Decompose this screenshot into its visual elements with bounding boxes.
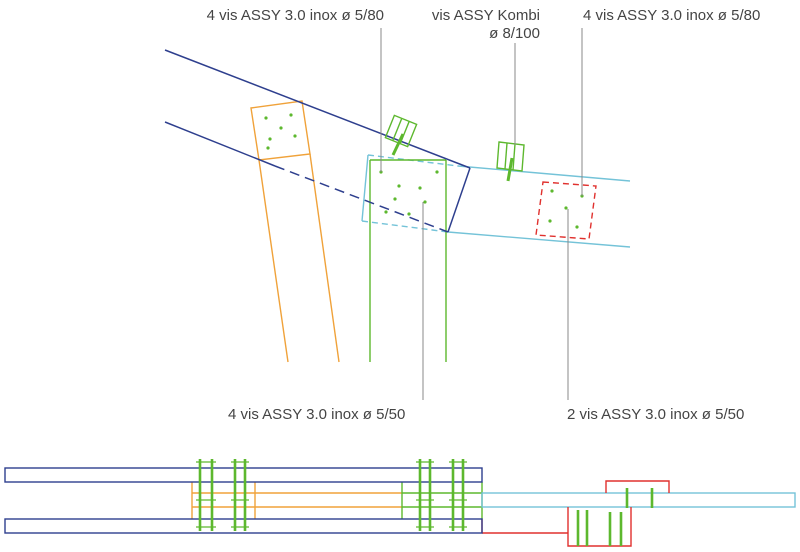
plan-red-brackets [481, 480, 670, 547]
label-top-left: 4 vis ASSY 3.0 inox ø 5/80 [207, 7, 384, 24]
plan-cyan-beam [481, 492, 796, 508]
plan-screws [198, 459, 654, 546]
label-top-center-line1: vis ASSY Kombi [432, 7, 540, 24]
plan-orange-post [191, 482, 402, 519]
orange-post [250, 100, 340, 363]
label-top-right: 4 vis ASSY 3.0 inox ø 5/80 [583, 7, 760, 24]
label-bottom-right: 2 vis ASSY 3.0 inox ø 5/50 [567, 406, 744, 423]
leader-lines [380, 28, 583, 400]
cyan-beam [361, 154, 631, 248]
kombi-screw-1 [384, 114, 418, 156]
navy-rafter [164, 49, 471, 233]
kombi-screw-2 [496, 141, 525, 182]
plan-screw-ticks [196, 461, 467, 528]
plan-navy-rafters [4, 467, 483, 534]
label-bottom-left: 4 vis ASSY 3.0 inox ø 5/50 [228, 406, 405, 423]
plan-green-plate [401, 482, 483, 519]
label-top-center-line2: ø 8/100 [489, 25, 540, 42]
red-dashed-plate [535, 181, 597, 240]
orange-plate-dots [264, 113, 297, 150]
green-post-screw-dots [379, 170, 439, 216]
green-post [369, 159, 447, 362]
